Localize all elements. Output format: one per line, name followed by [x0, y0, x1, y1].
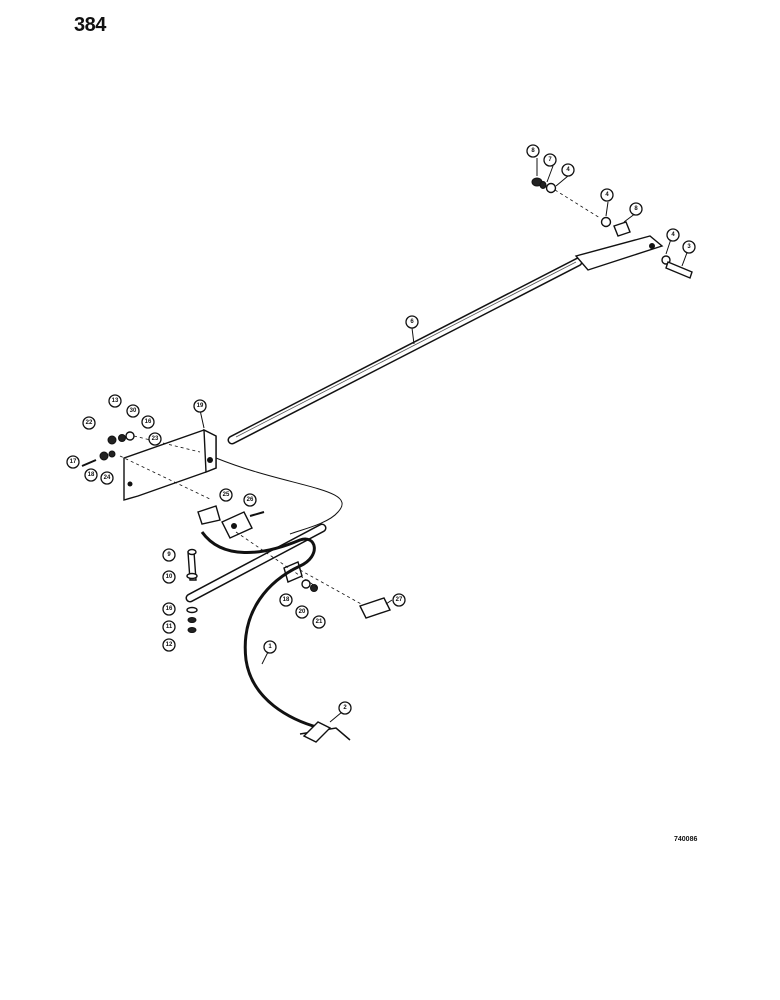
callout-11: 11	[162, 620, 176, 634]
leader-lines	[199, 158, 689, 723]
callout-19: 19	[193, 399, 207, 413]
svg-text:23: 23	[152, 436, 159, 442]
callout-8-middle: 8	[629, 202, 643, 216]
callout-8-upper: 8	[526, 144, 540, 158]
callouts: 8 7 4 4 8 4 3 6 19 13 30 16 22 23 17 18 …	[66, 144, 696, 715]
rod	[227, 257, 583, 445]
svg-text:18: 18	[283, 597, 290, 603]
bracket-hardware	[81, 431, 213, 501]
svg-text:7: 7	[548, 157, 552, 163]
callout-17: 17	[66, 455, 80, 469]
svg-text:4: 4	[605, 192, 609, 198]
callout-16-upper: 16	[141, 415, 155, 429]
bracket	[123, 428, 217, 501]
callout-4-upper: 4	[561, 163, 575, 177]
callout-16-lower: 16	[162, 602, 176, 616]
callout-12: 12	[162, 638, 176, 652]
svg-text:12: 12	[166, 642, 173, 648]
callout-7: 7	[543, 153, 557, 167]
upper-lever	[574, 235, 664, 271]
drawing-code: 740086	[674, 836, 698, 843]
callout-18-left: 18	[84, 468, 98, 482]
upper-hardware	[531, 177, 693, 279]
svg-text:4: 4	[566, 167, 570, 173]
svg-text:10: 10	[166, 574, 173, 580]
svg-text:25: 25	[223, 492, 230, 498]
callout-27: 27	[392, 593, 406, 607]
callout-22: 22	[82, 416, 96, 430]
callout-23: 23	[148, 432, 162, 446]
svg-text:21: 21	[316, 619, 323, 625]
svg-text:4: 4	[671, 232, 675, 238]
lower-hardware	[186, 548, 198, 633]
pivot-shaft	[185, 523, 391, 619]
callout-4-middle: 4	[600, 188, 614, 202]
callout-10: 10	[162, 570, 176, 584]
callout-2: 2	[338, 701, 352, 715]
svg-text:27: 27	[396, 597, 403, 603]
svg-text:8: 8	[634, 206, 638, 212]
svg-text:16: 16	[166, 606, 173, 612]
svg-text:11: 11	[166, 624, 173, 630]
control-cable	[200, 531, 351, 743]
callout-21: 21	[312, 615, 326, 629]
callout-1: 1	[263, 640, 277, 654]
svg-text:17: 17	[70, 459, 77, 465]
svg-text:20: 20	[299, 609, 306, 615]
svg-text:6: 6	[410, 319, 414, 325]
svg-text:1: 1	[268, 644, 272, 650]
svg-text:13: 13	[112, 398, 119, 404]
svg-text:22: 22	[86, 420, 93, 426]
callout-18-lower: 18	[279, 593, 293, 607]
svg-text:30: 30	[130, 408, 137, 414]
callout-24: 24	[100, 471, 114, 485]
callout-26: 26	[243, 493, 257, 507]
svg-text:3: 3	[687, 244, 691, 250]
callout-3: 3	[682, 240, 696, 254]
svg-text:9: 9	[167, 552, 171, 558]
svg-text:19: 19	[197, 403, 204, 409]
svg-text:26: 26	[247, 497, 254, 503]
callout-30: 30	[126, 404, 140, 418]
page-number: 384	[74, 14, 106, 36]
svg-text:18: 18	[88, 472, 95, 478]
svg-text:24: 24	[104, 475, 111, 481]
callout-4-right: 4	[666, 228, 680, 242]
callout-20: 20	[295, 605, 309, 619]
switch-assembly	[197, 505, 265, 539]
svg-text:2: 2	[343, 705, 347, 711]
svg-text:8: 8	[531, 148, 535, 154]
callout-9: 9	[162, 548, 176, 562]
svg-text:16: 16	[145, 419, 152, 425]
callout-13: 13	[108, 394, 122, 408]
callout-25: 25	[219, 488, 233, 502]
callout-6: 6	[405, 315, 419, 329]
